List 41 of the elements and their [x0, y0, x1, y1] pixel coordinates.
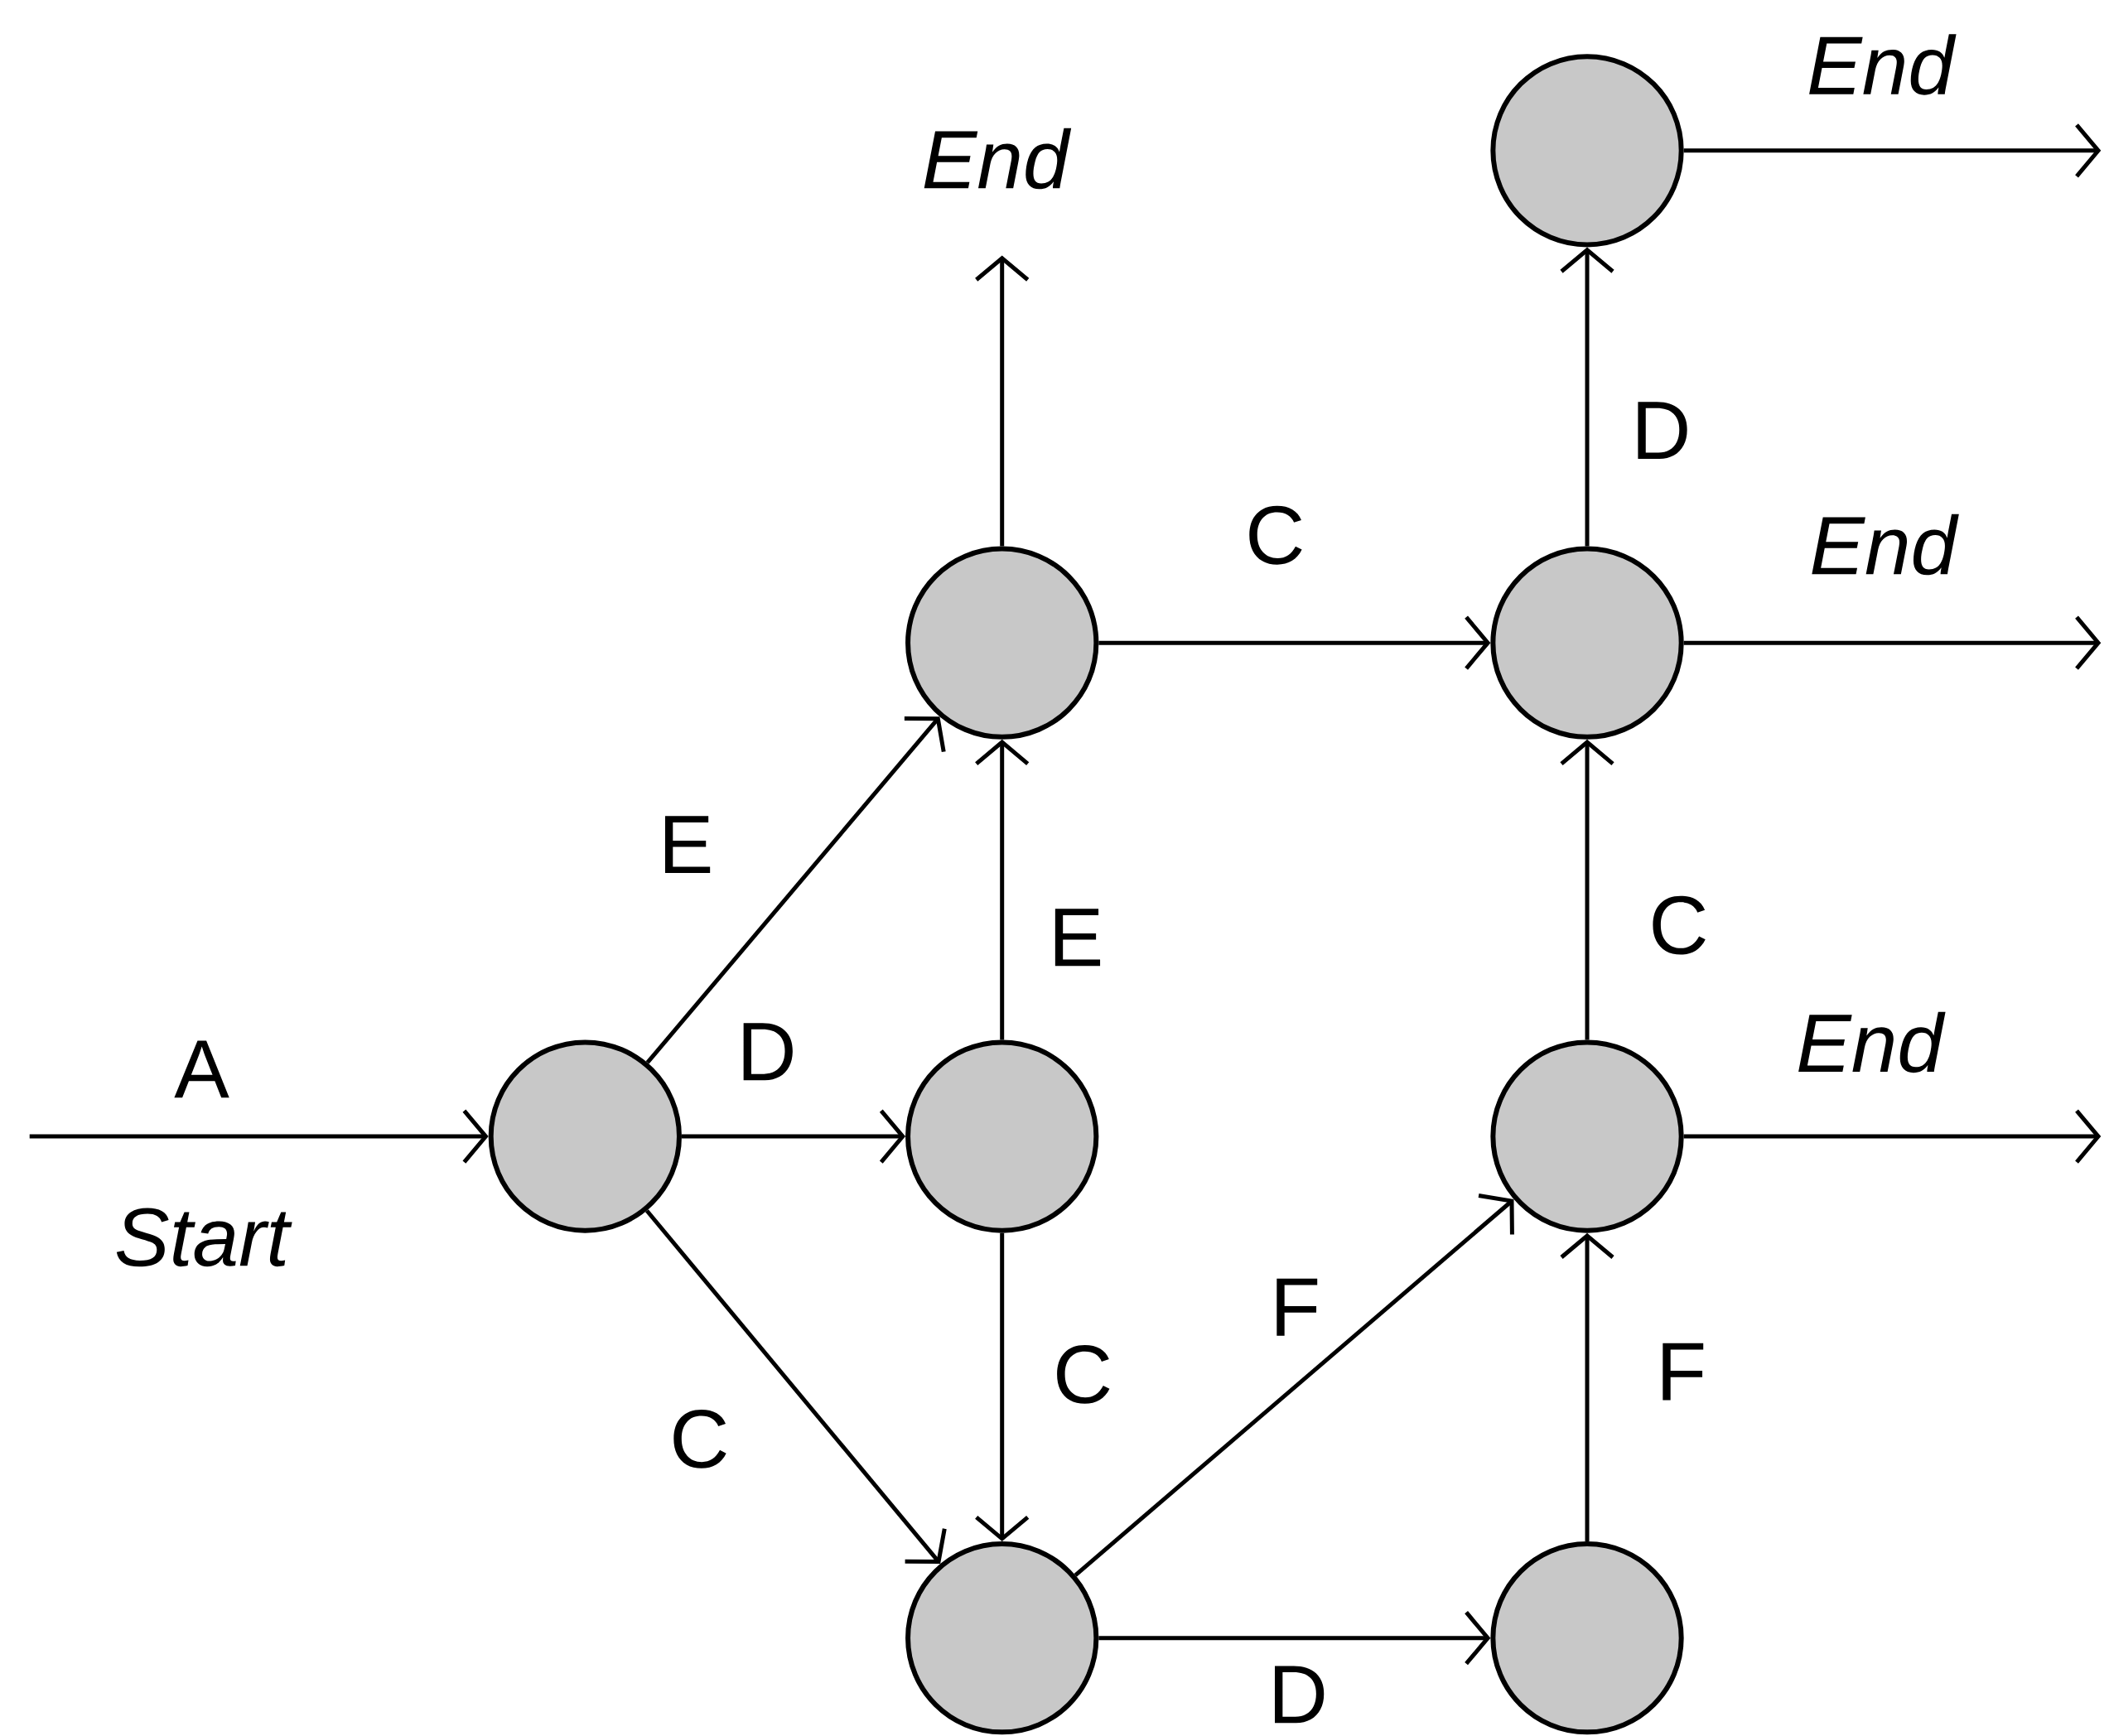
arrow [1560, 739, 1614, 1040]
arrow [1074, 1193, 1514, 1577]
circle-node [905, 546, 1099, 740]
circle-node [905, 1541, 1099, 1735]
start-label: Start [116, 1208, 292, 1267]
arrow [975, 255, 1030, 547]
edge-label: E [656, 814, 716, 875]
edge-label: End [1807, 512, 1959, 577]
circle-node [1490, 1039, 1684, 1233]
arrow [1560, 1232, 1614, 1541]
edge-label: C [1647, 894, 1711, 957]
arrow [644, 1209, 947, 1564]
circle-node [905, 1039, 1099, 1233]
edge-label: A [172, 1039, 231, 1100]
arrow [975, 1232, 1030, 1541]
arrow [682, 1109, 906, 1164]
edge-label: D [1629, 400, 1693, 461]
circle-node [1490, 546, 1684, 740]
arrow [29, 1109, 489, 1164]
arrow [1098, 1611, 1491, 1666]
arrow [1683, 123, 2102, 178]
edge-label: C [1243, 504, 1307, 567]
edge-label: F [1654, 1341, 1709, 1402]
circle-node [488, 1039, 682, 1233]
edge-label: End [1794, 1010, 1946, 1075]
arrow [975, 739, 1030, 1040]
edge-label: D [1266, 1664, 1330, 1725]
edge-label: End [919, 126, 1072, 191]
arrow [1683, 615, 2102, 670]
circle-node [1490, 54, 1684, 248]
arrow [645, 716, 946, 1064]
edge-label: C [1051, 1343, 1115, 1406]
edge-label: C [668, 1407, 731, 1470]
circle-node [1490, 1541, 1684, 1735]
edge-label: E [1046, 907, 1106, 968]
arrow [1098, 615, 1491, 670]
edge-label: End [1805, 32, 1957, 97]
arrow [1683, 1109, 2102, 1164]
edge-label: F [1268, 1276, 1323, 1338]
arrow [1560, 247, 1614, 547]
edge-label: D [735, 1021, 799, 1083]
